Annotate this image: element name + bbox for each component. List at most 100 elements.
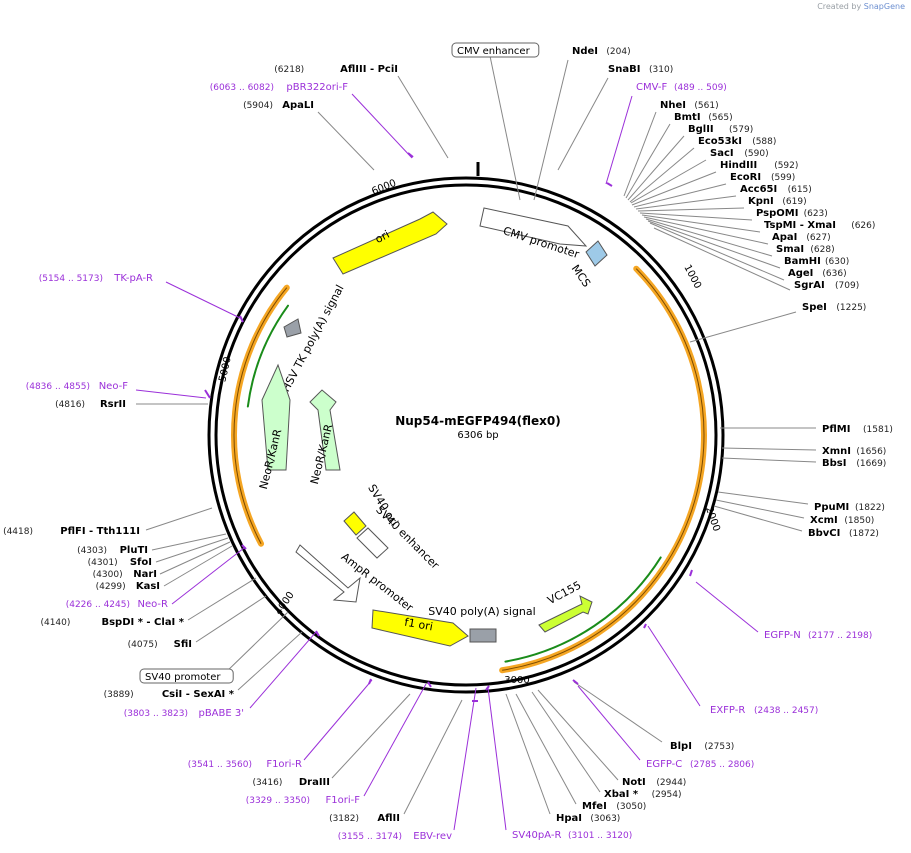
leader-l10 xyxy=(159,541,231,575)
label-pos-r11: (619) xyxy=(782,197,806,207)
label-name-l10: NarI xyxy=(133,569,157,580)
label-name-r33: HpaI xyxy=(556,813,582,824)
label-l14: SfiI (4075) xyxy=(128,639,192,650)
label-pos-l3: (5904) xyxy=(243,101,273,111)
label-pos-l8: (4303) xyxy=(77,546,107,556)
label-name-r10: Acc65I xyxy=(740,184,777,195)
label-r20: PflMI(1581) xyxy=(822,424,893,435)
label-r18: SgrAI(709) xyxy=(794,280,859,291)
leader-r23 xyxy=(717,491,809,505)
label-r7: SacI(590) xyxy=(710,148,769,159)
label-name-l14: SfiI xyxy=(174,639,192,650)
leader-l13 xyxy=(187,577,257,621)
label-pos-r26: (2177 .. 2198) xyxy=(808,631,872,641)
label-l15: SV40 promoter xyxy=(139,668,234,684)
leader-l16 xyxy=(237,631,303,691)
label-l16: CsiI - SexAI *(3889) xyxy=(104,689,235,700)
label-pos-l21: (3182) xyxy=(329,814,359,824)
leader-l22 xyxy=(453,687,477,831)
leader-l18 xyxy=(303,679,373,761)
leader-r2 xyxy=(605,95,633,185)
label-pos-r31: (2954) xyxy=(652,790,682,800)
label-l11: KasI(4299) xyxy=(96,581,160,592)
label-l8: PluTI (4303) xyxy=(77,545,148,556)
label-name-r29: EGFP-C xyxy=(646,759,682,770)
feature-label-8: AmpR promoter xyxy=(339,550,416,614)
label-pos-r17: (636) xyxy=(822,269,846,279)
green-arc-neo xyxy=(246,304,290,408)
leader-l5 xyxy=(135,389,207,399)
leader-r1 xyxy=(557,77,609,171)
label-name-l5: Neo-F xyxy=(99,381,129,392)
label-name-l17: pBABE 3' xyxy=(198,708,244,719)
label-pos-l22: (3155 .. 3174) xyxy=(338,832,402,842)
primer-mark-3 xyxy=(204,389,211,399)
label-pos-l14: (4075) xyxy=(128,640,158,650)
feature-sv40-enhancer-7 xyxy=(356,527,389,559)
label-l21: AflII(3182) xyxy=(329,813,400,824)
credit-brand: SnapGene xyxy=(863,2,905,11)
label-name-l1: AflIII - PciI xyxy=(340,64,398,75)
label-pos-r33: (3063) xyxy=(590,814,620,824)
leader-l17 xyxy=(249,631,317,709)
label-pos-r5: (579) xyxy=(729,125,753,135)
label-pos-l4: (5154 .. 5173) xyxy=(39,274,103,284)
label-name-l11: KasI xyxy=(136,581,160,592)
leader-r0 xyxy=(533,59,569,201)
label-name-r11: KpnI xyxy=(748,196,774,207)
label-pos-l12: (4226 .. 4245) xyxy=(66,600,130,610)
label-name-l8: PluTI xyxy=(120,545,148,556)
leader-r24 xyxy=(715,499,805,519)
label-name-r5: BglII xyxy=(688,124,714,135)
label-l2: pBR322ori-F(6063 .. 6082) xyxy=(210,82,349,93)
label-l18: F1ori-R(3541 .. 3560) xyxy=(188,759,302,770)
leader-l14 xyxy=(195,595,267,643)
leader-r26 xyxy=(695,581,759,633)
leader-r29 xyxy=(577,685,641,761)
label-name-l19: DraIII xyxy=(299,777,330,788)
label-r8: HindIII(592) xyxy=(720,160,798,171)
label-name-r17: AgeI xyxy=(788,268,813,279)
tick-label-1000: 1000 xyxy=(681,263,703,291)
label-name-r12: PspOMI xyxy=(756,208,798,219)
label-name-r2: CMV-F xyxy=(636,82,667,93)
label-name-r24: XcmI xyxy=(810,515,838,526)
leader-r11 xyxy=(637,207,745,212)
leader-r14 xyxy=(643,216,769,245)
leader-r30 xyxy=(537,689,619,781)
leader-l20 xyxy=(363,683,427,797)
label-l12: Neo-R (4226 .. 4245) xyxy=(66,599,168,610)
label-pos-r10: (615) xyxy=(788,185,812,195)
label-name-r0: NdeI xyxy=(572,46,598,57)
feature-mcs-1 xyxy=(585,240,608,267)
label-r33: HpaI (3063) xyxy=(556,813,620,824)
label-r30: NotI(2944) xyxy=(622,777,686,788)
feature-label-3: HSV TK poly(A) signal xyxy=(279,283,346,394)
label-r21: XmnI(1656) xyxy=(822,446,886,457)
feature-neor-kanr-5 xyxy=(309,389,341,471)
label-name-l13: BspDI * - ClaI * xyxy=(101,617,184,628)
leader-r25 xyxy=(713,505,803,532)
label-pos-r34: (3101 .. 3120) xyxy=(568,831,632,841)
label-name-l16: CsiI - SexAI * xyxy=(162,689,235,700)
label-name-r27: EXFP-R xyxy=(710,705,745,716)
leader-r13 xyxy=(641,214,761,233)
leader-l0 xyxy=(489,55,521,201)
leader-r17 xyxy=(649,222,785,281)
label-name-l3: ApaLI xyxy=(282,100,314,111)
feature-hsv-tk-poly-a-signal-3 xyxy=(283,318,302,338)
label-name-l12: Neo-R xyxy=(138,599,169,610)
label-pos-l13: (4140) xyxy=(40,618,70,628)
label-r17: AgeI (636) xyxy=(788,268,847,279)
label-name-r25: BbvCI xyxy=(808,528,840,539)
leader-r34 xyxy=(487,687,507,831)
label-l5: Neo-F(4836 .. 4855) xyxy=(26,381,129,392)
label-pos-r0: (204) xyxy=(606,47,630,57)
green-arc-egfp xyxy=(504,556,662,663)
label-name-r16: BamHI xyxy=(784,256,821,267)
leader-l1 xyxy=(397,75,449,159)
leader-r7 xyxy=(630,159,707,204)
leader-r33 xyxy=(505,693,551,815)
label-name-r3: NheI xyxy=(660,100,686,111)
